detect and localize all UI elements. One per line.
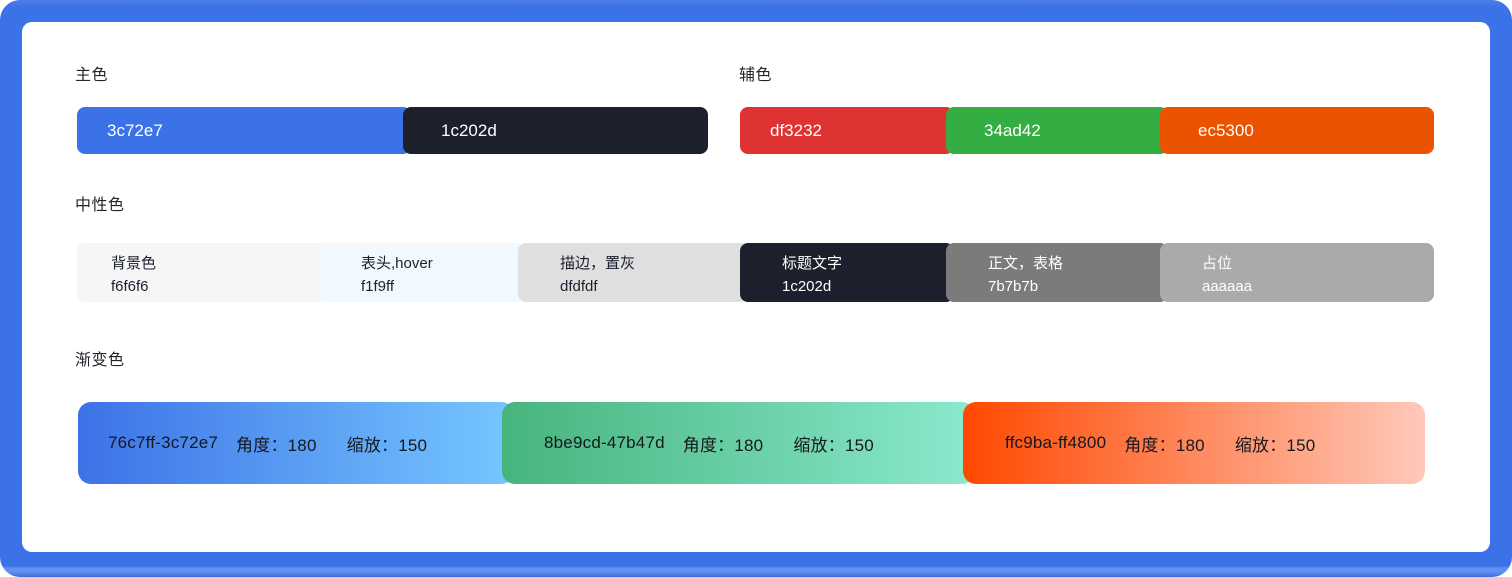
neutral-cell-name: 描边，置灰 [560, 255, 636, 272]
palette-card: 主色 3c72e7 1c202d 辅色 df3232 34ad42 ec5300… [22, 22, 1490, 552]
gradient-block-orange: ffc9ba-ff4800 角度：180 缩放：150 [963, 402, 1425, 484]
neutral-cell-hex: f1f9ff [361, 278, 395, 295]
gradient-angle-label: 角度：180 [1124, 435, 1205, 455]
swatch-hex-label: df3232 [770, 120, 822, 140]
color-swatch-primary-blue: 3c72e7 [77, 107, 411, 154]
neutral-cell-hex: 1c202d [782, 278, 832, 295]
primary-swatch-row: 3c72e7 1c202d [77, 107, 708, 154]
gradient-scale-label: 缩放：150 [1234, 435, 1316, 455]
neutral-cell-name: 标题文字 [782, 255, 843, 272]
neutral-cell-hex: f6f6f6 [111, 278, 149, 295]
neutral-cell-name: 正文，表格 [988, 255, 1064, 272]
secondary-swatch-row: df3232 34ad42 ec5300 [740, 107, 1434, 154]
section-title-gradient: 渐变色 [75, 352, 125, 369]
gradient-scale-label: 缩放：150 [346, 435, 428, 455]
color-swatch-secondary-orange: ec5300 [1160, 107, 1434, 154]
neutral-cell-table-header-hover: 表头,hover f1f9ff [319, 243, 526, 302]
gradient-range-label: 76c7ff-3c72e7 [108, 433, 219, 452]
neutral-cell-name: 占位 [1202, 255, 1233, 272]
neutral-cell-hex: 7b7b7b [988, 278, 1039, 295]
gradient-range-label: ffc9ba-ff4800 [1005, 433, 1107, 452]
gradient-swatch-row: 76c7ff-3c72e7 角度：180 缩放：150 8be9cd-47b47… [78, 402, 1425, 484]
section-title-secondary: 辅色 [739, 67, 773, 84]
neutral-cell-border-disabled: 描边，置灰 dfdfdf [518, 243, 748, 302]
color-swatch-primary-dark: 1c202d [403, 107, 708, 154]
swatch-hex-label: ec5300 [1198, 120, 1254, 140]
swatch-hex-label: 34ad42 [984, 120, 1041, 140]
section-title-primary: 主色 [75, 67, 109, 84]
gradient-scale-label: 缩放：150 [793, 435, 874, 455]
neutral-cell-body-table: 正文，表格 7b7b7b [946, 243, 1168, 302]
color-swatch-secondary-red: df3232 [740, 107, 954, 154]
section-title-neutral: 中性色 [75, 197, 125, 214]
neutral-cell-background: 背景色 f6f6f6 [77, 243, 327, 302]
gradient-block-blue: 76c7ff-3c72e7 角度：180 缩放：150 [78, 402, 514, 484]
neutral-cell-hex: dfdfdf [560, 278, 598, 295]
neutral-cell-placeholder: 占位 aaaaaa [1160, 243, 1434, 302]
neutral-cell-hex: aaaaaa [1202, 278, 1253, 295]
gradient-block-green: 8be9cd-47b47d 角度：180 缩放：150 [502, 402, 975, 484]
color-swatch-secondary-green: 34ad42 [946, 107, 1168, 154]
gradient-angle-label: 角度：180 [236, 435, 317, 455]
swatch-hex-label: 1c202d [441, 120, 497, 140]
swatch-hex-label: 3c72e7 [107, 120, 163, 140]
gradient-range-label: 8be9cd-47b47d [544, 433, 665, 452]
gradient-angle-label: 角度：180 [682, 435, 764, 455]
neutral-swatch-row: 背景色 f6f6f6 表头,hover f1f9ff 描边，置灰 dfdfdf … [77, 243, 1434, 302]
neutral-cell-name: 表头,hover [361, 255, 433, 272]
neutral-cell-name: 背景色 [111, 255, 157, 272]
neutral-cell-title-text: 标题文字 1c202d [740, 243, 954, 302]
